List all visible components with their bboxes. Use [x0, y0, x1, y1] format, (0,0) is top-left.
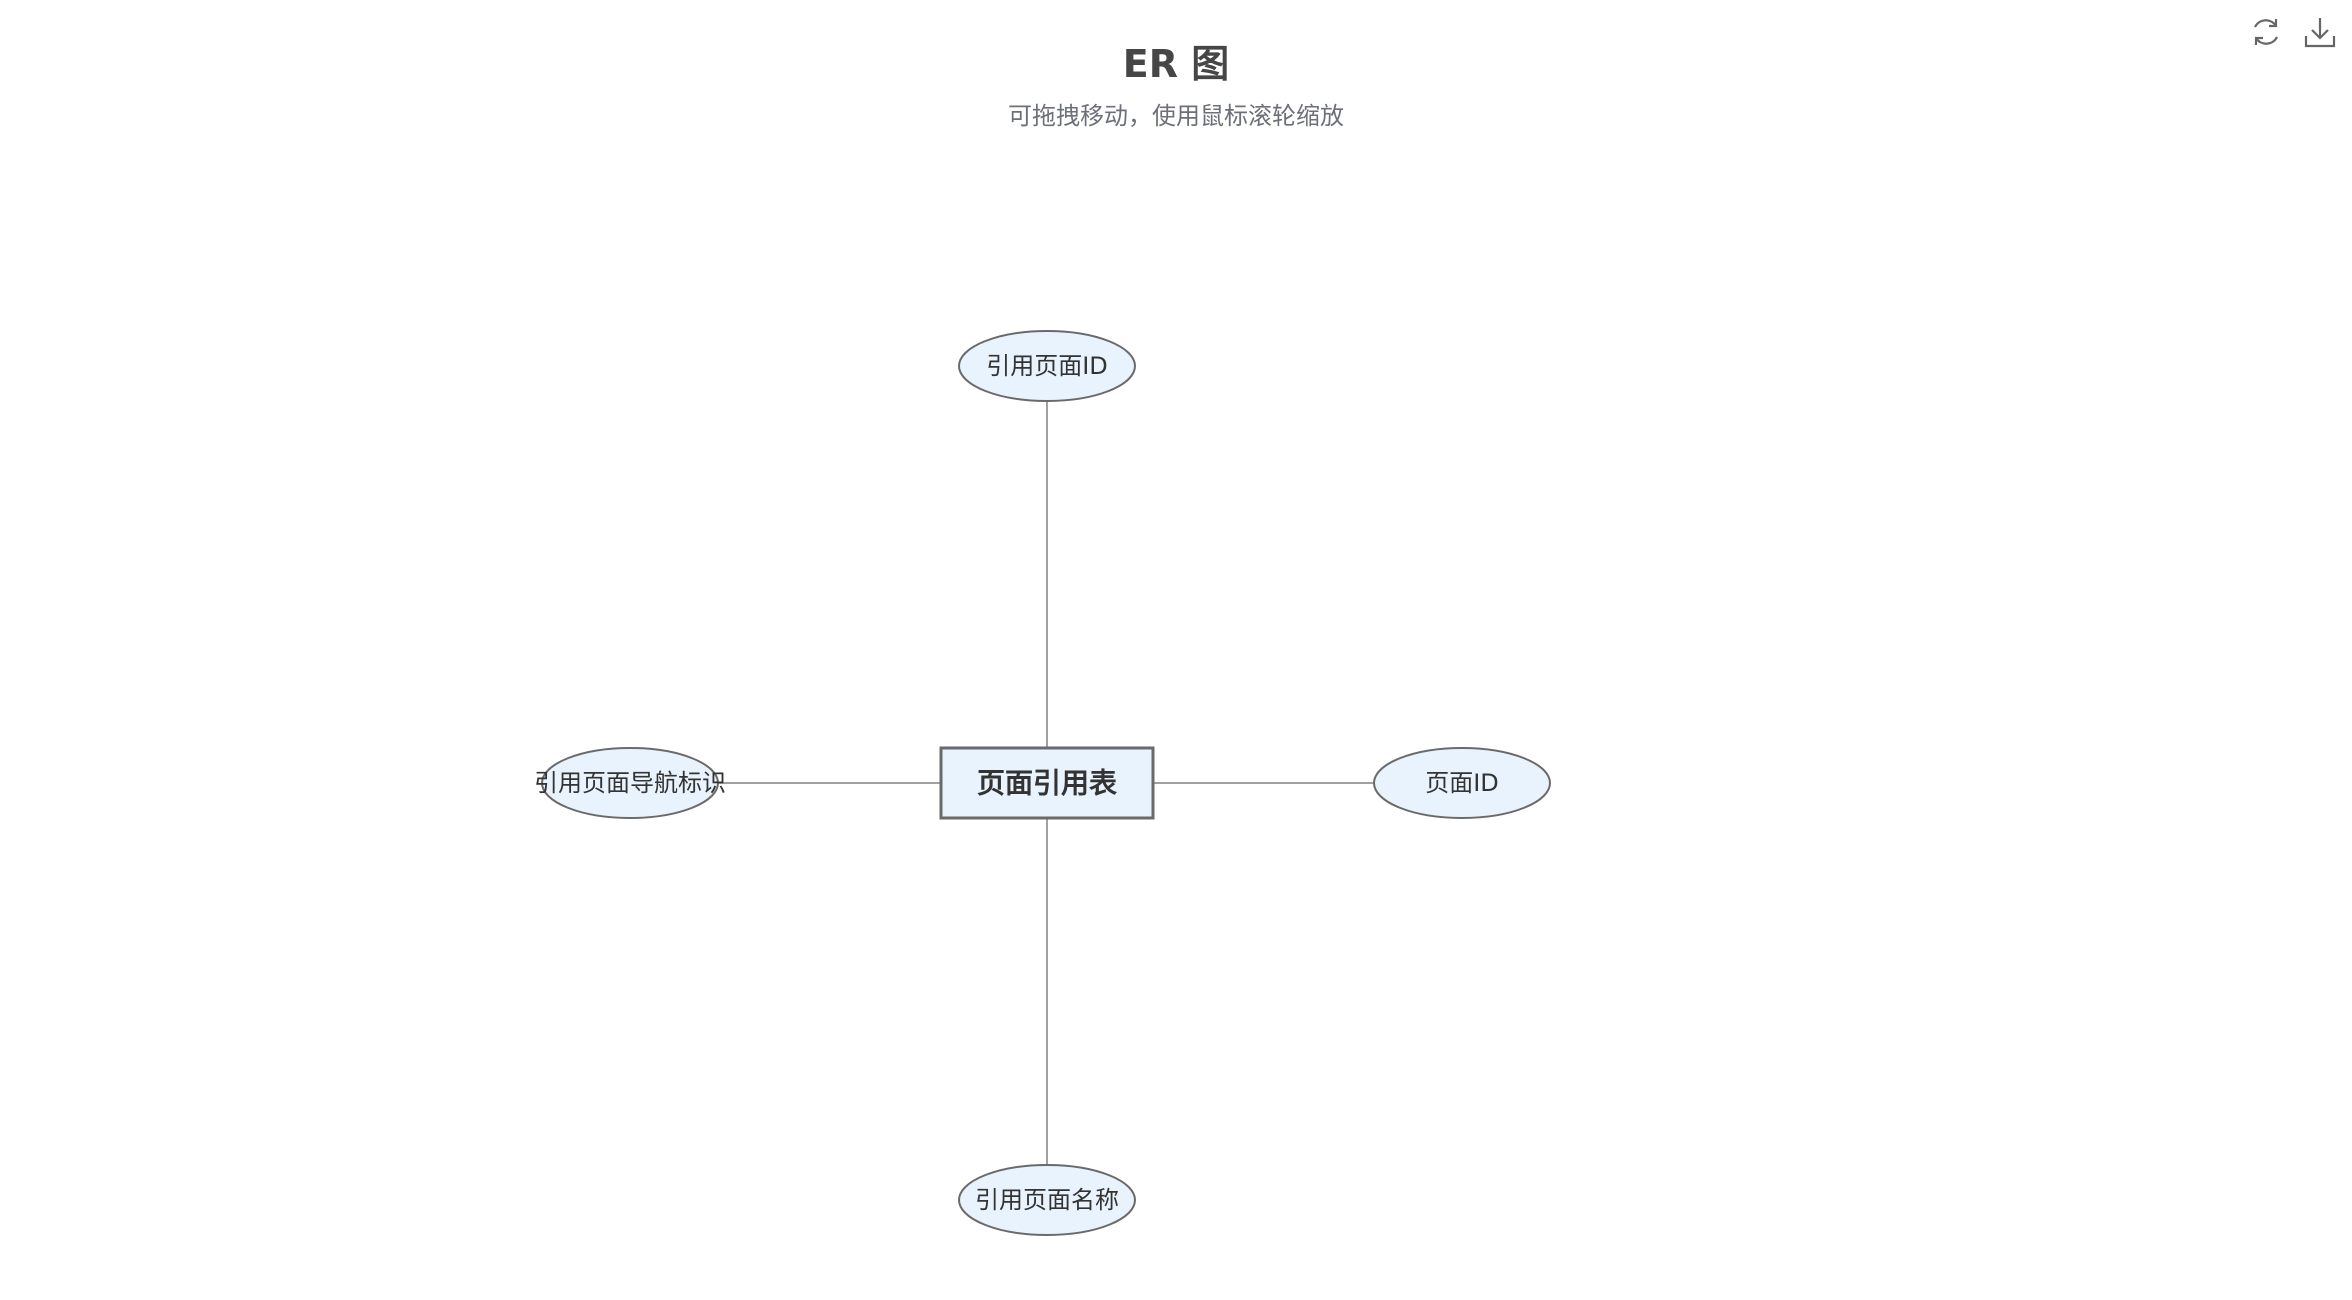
attribute-node-right[interactable]: 页面ID — [1373, 747, 1551, 819]
toolbox — [2246, 12, 2340, 52]
entity-node[interactable]: 页面引用表 — [939, 746, 1155, 820]
refresh-icon — [2254, 19, 2278, 45]
restore-button[interactable] — [2246, 12, 2286, 52]
entity-label: 页面引用表 — [977, 767, 1117, 800]
attribute-label: 页面ID — [1425, 769, 1499, 797]
attribute-node-left[interactable]: 引用页面导航标识 — [534, 747, 726, 819]
attribute-node-bottom[interactable]: 引用页面名称 — [958, 1164, 1136, 1236]
download-icon — [2304, 18, 2336, 48]
attribute-label: 引用页面导航标识 — [534, 769, 726, 797]
save-image-button[interactable] — [2300, 12, 2340, 52]
page-title: ER 图 — [1122, 42, 1230, 86]
attribute-node-top[interactable]: 引用页面ID — [958, 330, 1136, 402]
attribute-label: 引用页面名称 — [975, 1186, 1119, 1214]
attribute-label: 引用页面ID — [986, 352, 1108, 380]
page-subtitle: 可拖拽移动，使用鼠标滚轮缩放 — [1008, 102, 1344, 130]
